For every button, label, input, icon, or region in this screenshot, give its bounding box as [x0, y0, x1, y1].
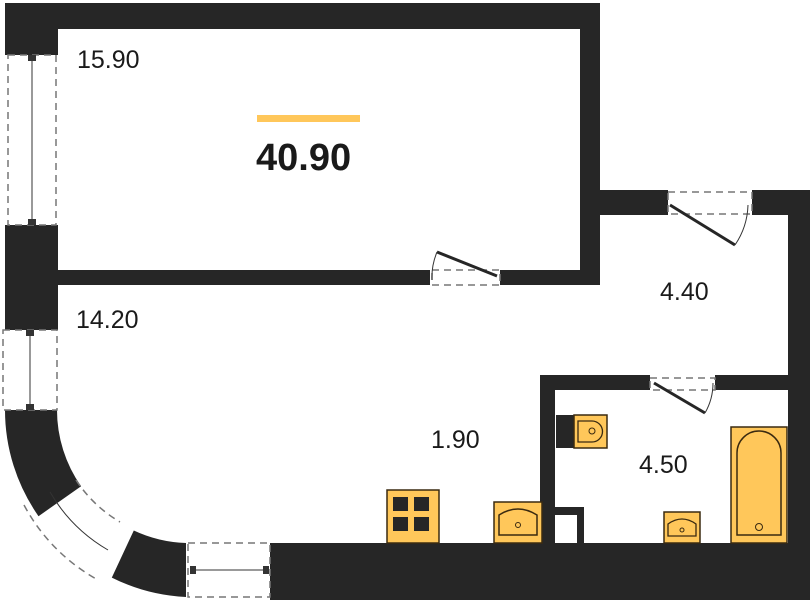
hall-top-wall-left [580, 190, 668, 215]
curved-wall-segment-1 [4, 410, 82, 517]
total-area-accent-bar [257, 115, 360, 122]
door-room [431, 250, 501, 286]
room-bottom-wall-left [58, 270, 430, 285]
corridor-area-label: 1.90 [431, 426, 480, 454]
door-bathroom [649, 377, 716, 415]
bath-left-wall [540, 375, 555, 545]
toilet-icon [556, 414, 608, 449]
room-area-label: 15.90 [77, 46, 140, 74]
doors [431, 191, 753, 415]
bath-top-wall-right [715, 375, 790, 390]
right-wall [788, 190, 810, 600]
curved-wall-segment-2 [111, 530, 186, 597]
stove-icon [386, 489, 440, 544]
top-wall [5, 3, 600, 29]
windows [2, 54, 271, 598]
bottom-wall [270, 543, 810, 600]
room-bottom-wall-right [500, 270, 600, 285]
left-wall-middle [5, 225, 58, 330]
window-bottom [187, 542, 271, 598]
walls [4, 3, 810, 600]
hall-area-label: 4.40 [660, 278, 709, 306]
door-entrance[interactable] [667, 191, 753, 247]
total-area: 40.90 [256, 137, 351, 179]
room-right-wall [580, 3, 600, 285]
window-left-top [7, 54, 57, 226]
bathroom-area-label: 4.50 [639, 451, 688, 479]
shaft-wall [555, 507, 584, 545]
bathtub-icon [730, 426, 788, 544]
kitchen-sink-icon [493, 501, 543, 544]
window-left-bottom [2, 329, 58, 411]
left-wall-top [5, 3, 58, 55]
fixtures [386, 414, 788, 544]
window-curved [23, 479, 121, 581]
bath-top-wall-left [540, 375, 650, 390]
bathroom-sink-icon [663, 511, 701, 544]
kitchen-living-area-label: 14.20 [76, 306, 139, 334]
